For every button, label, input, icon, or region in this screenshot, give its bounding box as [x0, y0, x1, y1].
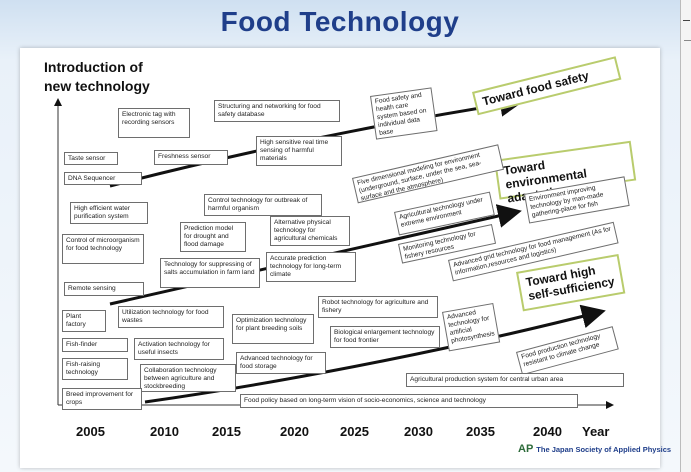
credit-text: The Japan Society of Applied Physics [536, 445, 672, 454]
tech-box: Collaboration technology between agricul… [140, 364, 236, 392]
y-axis-label-line-2: new technology [44, 78, 150, 94]
tech-box: Prediction model for drought and flood d… [180, 222, 246, 252]
tick-label: 2030 [404, 424, 433, 439]
tech-box: Control technology for outbreak of harmf… [204, 194, 322, 216]
tech-box: High sensitive real time sensing of harm… [256, 136, 342, 166]
tick-label: 2025 [340, 424, 369, 439]
tech-box: Activation technology for useful insects [134, 338, 224, 360]
tech-box: Breed improvement for crops [62, 388, 142, 410]
edge-mark [684, 40, 691, 41]
tech-box: Alternative physical technology for agri… [270, 216, 350, 246]
tech-box: Fish-finder [62, 338, 128, 352]
tech-box: Plant factory [62, 310, 106, 332]
right-edge-panel [680, 0, 691, 472]
x-axis-ticks: 2005 2010 2015 2020 2025 2030 2035 2040 … [0, 424, 691, 444]
tech-box: Fish-raising technology [62, 358, 128, 380]
tick-label: 2020 [280, 424, 309, 439]
tech-box: DNA Sequencer [64, 172, 142, 185]
tech-box: Structuring and networking for food safe… [214, 100, 340, 122]
tech-box: Control of microorganism for food techno… [62, 234, 144, 264]
tick-label: 2015 [212, 424, 241, 439]
tick-label: 2035 [466, 424, 495, 439]
tech-box: Robot technology for agriculture and fis… [318, 296, 438, 318]
jsap-logo: AP [518, 443, 534, 455]
tech-box: Food safety and health care system based… [370, 87, 438, 140]
x-axis-label: Year [582, 424, 610, 439]
tick-label: 2005 [76, 424, 105, 439]
page-title: Food Technology [220, 6, 460, 37]
y-axis-label: Introduction of new technology [44, 58, 150, 96]
tech-box: Technology for suppressing of salts accu… [160, 258, 260, 288]
tech-box: Remote sensing [64, 282, 144, 296]
tech-box: Food policy based on long-term vision of… [240, 394, 578, 408]
tech-box: Optimization technology for plant breedi… [232, 314, 314, 344]
tech-box: Utilization technology for food wastes [118, 306, 224, 328]
tech-box: Taste sensor [64, 152, 118, 165]
tech-box: Agricultural production system for centr… [406, 373, 624, 387]
tech-box: High efficient water purification system [70, 202, 148, 224]
tech-box: Electronic tag with recording sensors [118, 108, 190, 138]
tech-box: Freshness sensor [154, 150, 228, 165]
edge-mark [683, 20, 690, 21]
tech-box: Advanced technology for food storage [236, 352, 326, 374]
tick-label: 2010 [150, 424, 179, 439]
tech-box: Accurate prediction technology for long-… [266, 252, 356, 282]
tick-label: 2040 [533, 424, 562, 439]
tech-box: Biological enlargement technology for fo… [330, 326, 440, 348]
y-axis-label-line-1: Introduction of [44, 59, 143, 75]
